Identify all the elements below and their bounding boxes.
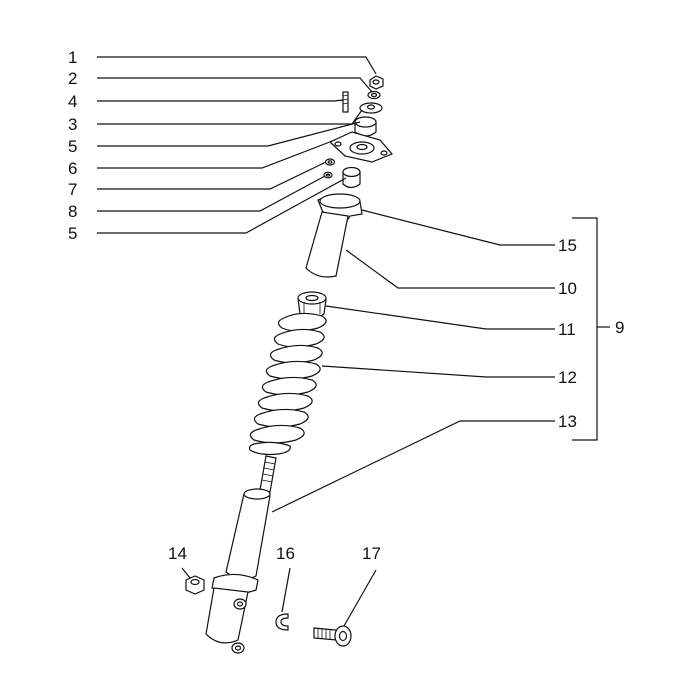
part-3-washer <box>359 102 383 114</box>
part-16-clip <box>275 613 289 631</box>
part-10-15-dust-cover <box>305 193 363 278</box>
callout-4: 4 <box>68 92 77 111</box>
callout-1: 1 <box>68 48 77 67</box>
part-2-washer <box>367 90 381 100</box>
part-5-bushing-lower <box>342 166 361 189</box>
part-17-bolt <box>313 625 352 647</box>
callout-2: 2 <box>68 69 77 88</box>
part-14-nut <box>185 575 205 595</box>
part-7-small-nut <box>324 158 336 166</box>
part-8-small-washer <box>323 171 333 179</box>
part-12-coil-spring <box>248 312 327 456</box>
callout-16: 16 <box>276 544 295 563</box>
callout-5-upper: 5 <box>68 137 77 156</box>
callout-5-lower: 5 <box>68 224 77 243</box>
callout-labels: 1 2 4 3 5 6 7 8 5 15 10 11 9 12 13 14 16… <box>68 48 624 563</box>
callout-9: 9 <box>615 318 624 337</box>
part-13-shock-absorber <box>205 455 277 654</box>
part-11-bump-stop <box>297 291 327 319</box>
callout-6: 6 <box>68 159 77 178</box>
callout-8: 8 <box>68 202 77 221</box>
callout-3: 3 <box>68 115 77 134</box>
part-1-nut <box>369 75 384 90</box>
callout-15: 15 <box>558 236 577 255</box>
callout-13: 13 <box>558 412 577 431</box>
leader-lines <box>97 56 610 627</box>
part-4-stud <box>342 91 349 113</box>
part-6-mounting-plate <box>328 131 394 163</box>
callout-7: 7 <box>68 180 77 199</box>
callout-14: 14 <box>168 544 187 563</box>
callout-10: 10 <box>558 279 577 298</box>
callout-11: 11 <box>558 320 576 339</box>
callout-17: 17 <box>362 544 381 563</box>
callout-12: 12 <box>558 368 577 387</box>
